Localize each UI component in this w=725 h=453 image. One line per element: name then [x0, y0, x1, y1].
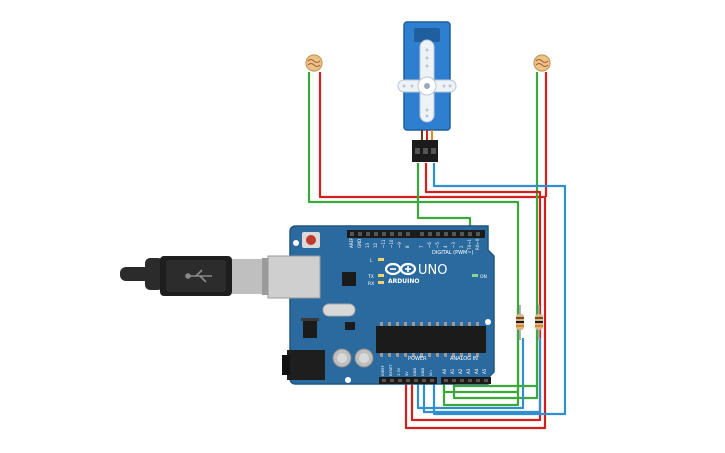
usb-icon [185, 269, 212, 283]
arduino-logo-icon [384, 262, 417, 276]
power-pin-labels: IOREF RESET 3.3V 5V GND GND Vin [381, 364, 433, 376]
analog-header-label: ANALOG IN [450, 356, 478, 362]
resistor-2[interactable] [535, 305, 543, 340]
pin-label: AREF [349, 237, 354, 248]
pin-label: 4 [443, 245, 448, 248]
pin-label: 3.3V [397, 367, 401, 376]
on-led [472, 274, 478, 277]
pin-label: 13 [365, 242, 370, 248]
pin-label: A2 [458, 368, 463, 374]
arduino-board[interactable]: AREF GND 13 12 ~11 ~10 ~9 8 7 ~6 ~5 4 ~3… [267, 225, 495, 385]
pin-label: ~10 [389, 239, 394, 248]
pin-label: A1 [450, 368, 455, 374]
pin-label: ~6 [427, 242, 432, 248]
wire-servo-power[interactable] [410, 163, 542, 422]
digital-pin-labels: AREF GND 13 12 ~11 ~10 ~9 8 7 ~6 ~5 4 ~3… [349, 237, 480, 251]
pin-label: 7 [419, 245, 424, 248]
resistor-1[interactable] [516, 305, 524, 340]
mount-hole [345, 377, 351, 383]
pin-label: GND [413, 368, 417, 376]
logo-symbols [390, 266, 411, 272]
pin-label: 2 [459, 245, 464, 248]
pin-label: TX→1 [467, 238, 472, 251]
servo-horn-holes [402, 48, 452, 118]
power-jack [287, 350, 325, 380]
wire-resistor-ground[interactable] [416, 338, 525, 410]
wire-ldr-left-red[interactable] [318, 72, 547, 430]
board-model: UNO [418, 263, 447, 278]
pin-label: GND [421, 368, 425, 376]
voltage-regulator [303, 320, 317, 338]
power-header-label: POWER [408, 356, 427, 362]
pin-label: RESET [389, 364, 393, 376]
digital-pin-holes [350, 232, 480, 236]
wire-ldr-right-green[interactable] [452, 72, 539, 400]
pin-label: ~5 [435, 242, 440, 248]
crystal [322, 303, 356, 317]
wire-ldr-left-green[interactable] [307, 72, 520, 407]
l-led-label: L [370, 258, 373, 264]
on-led-label: ON [480, 274, 487, 280]
pin-label: A0 [442, 368, 447, 374]
tx-led [378, 274, 384, 277]
pin-label: Vin [429, 370, 433, 376]
pin-label: A5 [482, 368, 487, 374]
photoresistor-right[interactable] [533, 54, 551, 72]
rx-led-label: RX [368, 281, 374, 287]
atmega-chip [376, 326, 486, 353]
pin-label: RX←0 [475, 238, 480, 250]
usb-chip [342, 272, 356, 286]
pin-label: A4 [474, 368, 479, 374]
mount-hole [485, 319, 491, 325]
chip-pins [380, 322, 479, 357]
servo-motor[interactable] [397, 21, 457, 162]
board-brand: ARDUINO [388, 278, 419, 285]
pin-label: ~3 [451, 242, 456, 248]
mount-hole [293, 240, 299, 246]
pin-label: 5V [405, 371, 409, 376]
pin-label: 8 [405, 245, 410, 248]
wire-resistor2-ground[interactable] [422, 338, 542, 414]
rx-led [378, 281, 384, 284]
l-led [378, 258, 384, 261]
usb-jack [267, 255, 321, 299]
capacitors [332, 348, 374, 368]
tx-led-label: TX [367, 274, 374, 280]
small-chip [345, 322, 355, 330]
analog-pin-labels: A0 A1 A2 A3 A4 A5 [442, 368, 487, 374]
pin-label: ~9 [397, 242, 402, 248]
bottom-pin-holes [382, 379, 488, 382]
pin-label: A3 [466, 368, 471, 374]
digital-header-label: DIGITAL (PWM~) [432, 250, 474, 256]
pin-label: ~11 [381, 239, 386, 248]
analog-header [441, 377, 491, 384]
photoresistor-left[interactable] [305, 54, 323, 72]
digital-header [347, 230, 485, 238]
pin-label: 12 [373, 242, 378, 248]
pin-label: IOREF [381, 365, 385, 376]
pin-label: GND [357, 239, 362, 248]
